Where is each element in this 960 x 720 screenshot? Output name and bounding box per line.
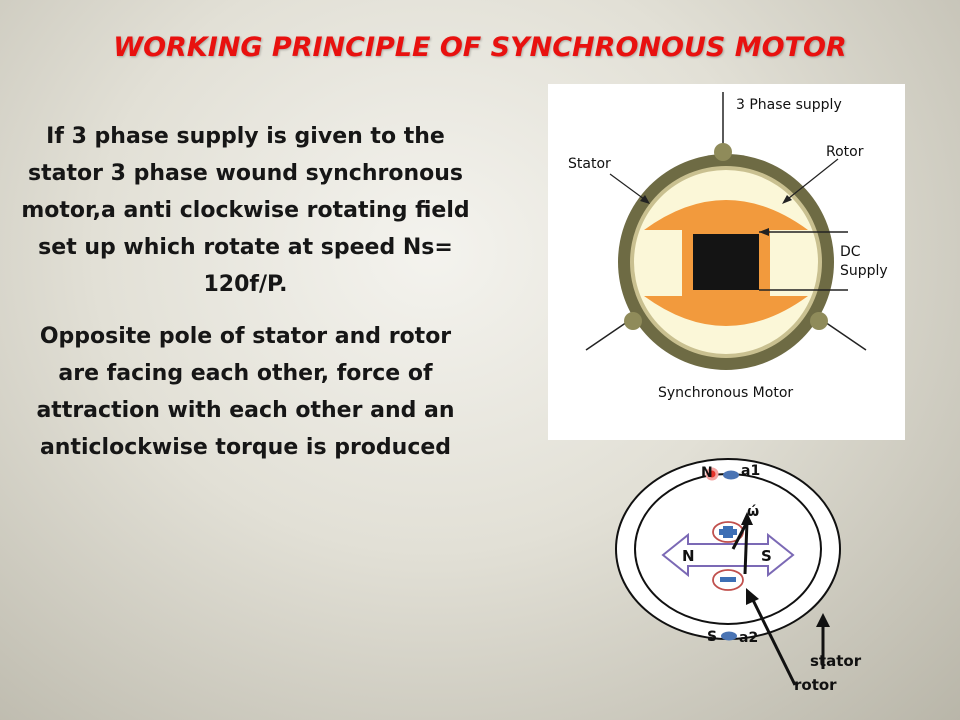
supply-label: 3 Phase supply <box>736 97 842 113</box>
rotor-pointer-shaft <box>750 597 797 686</box>
terminal-right <box>810 312 828 330</box>
rotor-label: Rotor <box>826 144 864 160</box>
coil-a1-dot <box>723 470 739 480</box>
rotor-n-label: N <box>682 547 695 565</box>
principle-paragraph: If 3 phase supply is given to the stator… <box>21 124 470 297</box>
minus-marker <box>720 577 736 582</box>
coil-a2-label: a2 <box>739 630 758 646</box>
terminal-top <box>714 143 732 161</box>
terminal-left <box>624 312 642 330</box>
stator-label: stator <box>810 652 862 670</box>
coil-a1-dot-red <box>705 467 719 481</box>
top-pole-label: N <box>701 465 713 481</box>
synchronous-motor-diagram: 3 Phase supply Stator Rotor DC Supply Sy… <box>548 84 905 440</box>
omega-arrow-head <box>741 512 753 525</box>
diagram-caption: Synchronous Motor <box>658 385 793 401</box>
stator-pointer-head <box>816 613 830 627</box>
torque-paragraph: Opposite pole of stator and rotor are fa… <box>36 324 455 460</box>
slide-title: WORKING PRINCIPLE OF SYNCHRONOUS MOTOR <box>113 32 847 63</box>
lead-left <box>585 319 631 351</box>
rotor-callout <box>783 158 839 203</box>
bottom-pole-label: S <box>707 629 717 645</box>
coil-a1-label: a1 <box>741 463 760 479</box>
motor-cross-section: 3 Phase supply Stator Rotor DC Supply Sy… <box>568 92 888 401</box>
plus-marker-bar <box>719 529 737 535</box>
stator-callout-arrow <box>640 195 650 204</box>
omega-label: ώ <box>747 504 759 520</box>
rotor-label: rotor <box>794 676 837 694</box>
rotor-s-label: S <box>761 547 772 565</box>
rotation-arrow-shaft <box>731 521 749 550</box>
rotor-pole-arrow <box>661 532 795 578</box>
omega-arrow-shaft <box>743 521 749 575</box>
rotor-pointer-head <box>746 588 759 605</box>
pole-interaction-diagram: N a1 ώ N S S a2 stator rotor <box>615 458 862 694</box>
rotor-callout-arrow <box>782 195 792 204</box>
coil-a2-dot <box>721 631 737 641</box>
rotor-core <box>693 234 759 290</box>
dc-arrow-head <box>759 228 769 236</box>
dc-label-1: DC <box>840 244 861 260</box>
lead-right <box>821 319 867 351</box>
dc-label-2: Supply <box>840 263 888 279</box>
stator-callout <box>609 173 649 203</box>
stator-label: Stator <box>568 156 611 172</box>
